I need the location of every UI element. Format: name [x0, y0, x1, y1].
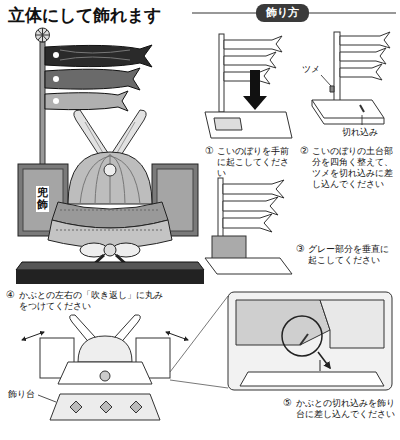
- step-text: こいのぼりを手前に起こしてください: [217, 146, 297, 179]
- step-text: かぶとの切れ込みを飾り台に差し込んでください: [296, 398, 396, 420]
- step-text: かぶとの左右の「吹き返し」に丸みをつけてください: [19, 290, 171, 312]
- callout-number: ③: [296, 243, 305, 255]
- step4-figure: [22, 296, 228, 420]
- step3-figure: [205, 178, 292, 274]
- callout-number: ⑤: [283, 397, 292, 409]
- part-label: 切れ込み: [342, 127, 378, 138]
- kabuto-figure: [16, 28, 204, 284]
- part-label: 飾り台: [8, 389, 35, 400]
- callout-number: ④: [6, 289, 15, 301]
- header-tab: 飾り方: [256, 4, 309, 22]
- product-label: 兜飾: [36, 186, 49, 212]
- step2-figure: [312, 32, 390, 125]
- step1-figure: [205, 34, 292, 138]
- step-text: グレー部分を垂直に起こしてください: [308, 244, 396, 266]
- step-text: こいのぼりの土台部分を四角く整えて、ツメを切れ込みに差し込んでください: [312, 146, 398, 190]
- part-label: ツメ: [302, 64, 320, 75]
- callout-number: ②: [300, 145, 309, 157]
- callout-number: ①: [205, 145, 214, 157]
- step5-figure: [228, 292, 392, 390]
- page-title: 立体にして飾れます: [8, 4, 161, 27]
- tab-label: 飾り方: [266, 6, 299, 19]
